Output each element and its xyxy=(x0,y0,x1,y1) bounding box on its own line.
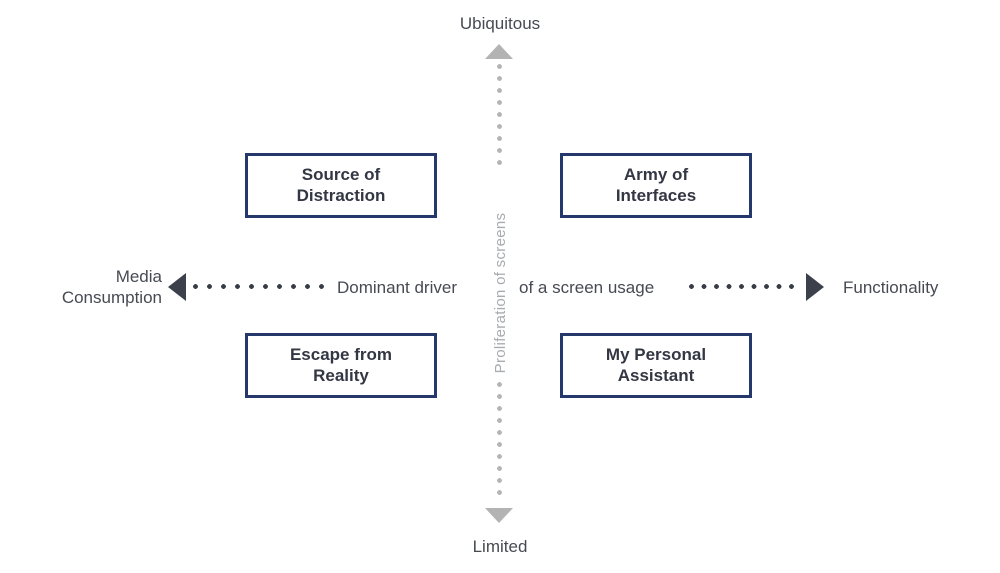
up-arrowhead-icon xyxy=(485,44,513,59)
quadrant-label: Army of Interfaces xyxy=(615,164,697,205)
x-axis-left-label: Media Consumption xyxy=(61,267,162,308)
quadrant-box-bottom-left: Escape from Reality xyxy=(245,333,437,398)
y-axis-bottom-label: Limited xyxy=(472,537,528,556)
y-axis-top-label: Ubiquitous xyxy=(459,14,541,33)
quadrant-label: Source of Distraction xyxy=(296,164,386,205)
quadrant-box-top-left: Source of Distraction xyxy=(245,153,437,218)
right-arrowhead-icon xyxy=(806,273,824,301)
x-axis-center-text-right: of a screen usage xyxy=(519,278,655,297)
down-arrowhead-icon xyxy=(485,508,513,523)
quadrant-label: My Personal Assistant xyxy=(605,344,707,385)
y-axis-dotted-line-bottom xyxy=(497,382,502,502)
x-axis-dotted-line-left xyxy=(193,284,331,289)
y-axis-dotted-line-top xyxy=(497,64,502,172)
quadrant-label: Escape from Reality xyxy=(289,344,393,385)
y-axis-title: Proliferation of screens xyxy=(491,212,509,374)
x-axis-right-label: Functionality xyxy=(843,278,939,297)
x-axis-center-text-left: Dominant driver xyxy=(337,278,457,297)
left-arrowhead-icon xyxy=(168,273,186,301)
x-axis-dotted-line-right xyxy=(689,284,801,289)
quadrant-box-bottom-right: My Personal Assistant xyxy=(560,333,752,398)
quadrant-box-top-right: Army of Interfaces xyxy=(560,153,752,218)
